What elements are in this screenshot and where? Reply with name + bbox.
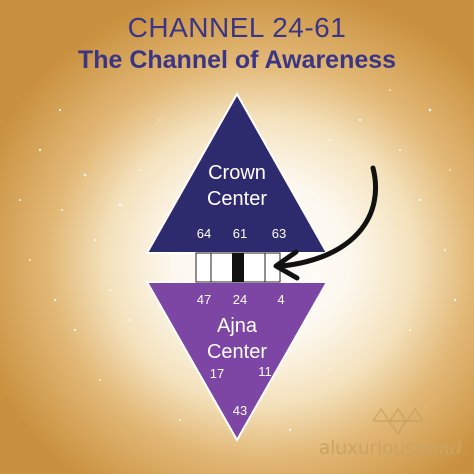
gate-17: 17: [209, 366, 225, 381]
brand-wordmark: aluxuriousmind: [318, 437, 463, 459]
crown-center-label: Crown Center: [167, 160, 307, 212]
active-channel-24-61: [232, 253, 244, 282]
gate-43: 43: [232, 403, 248, 418]
ajna-center-label: Ajna Center: [167, 313, 307, 365]
ajna-label-line1: Ajna: [216, 315, 258, 337]
pointer-arrow: [273, 165, 379, 281]
brand-text-accent: mind: [414, 437, 463, 459]
crown-label-line1: Crown: [208, 162, 266, 184]
gate-4: 4: [277, 292, 285, 307]
channel-title: CHANNEL 24-61: [127, 12, 347, 43]
gate-61: 61: [232, 226, 248, 241]
gate-64: 64: [196, 226, 212, 241]
ajna-label-line2: Center: [206, 341, 268, 363]
gate-11: 11: [258, 364, 272, 379]
gate-63: 63: [271, 226, 287, 241]
gate-47: 47: [196, 292, 212, 307]
gate-24: 24: [232, 292, 248, 307]
brand-logo-icon: [373, 407, 423, 436]
crown-label-line2: Center: [206, 188, 268, 210]
brand-text-main: aluxurious: [318, 437, 415, 459]
channel-connector: [195, 252, 281, 283]
channel-subtitle: The Channel of Awareness: [77, 46, 397, 74]
